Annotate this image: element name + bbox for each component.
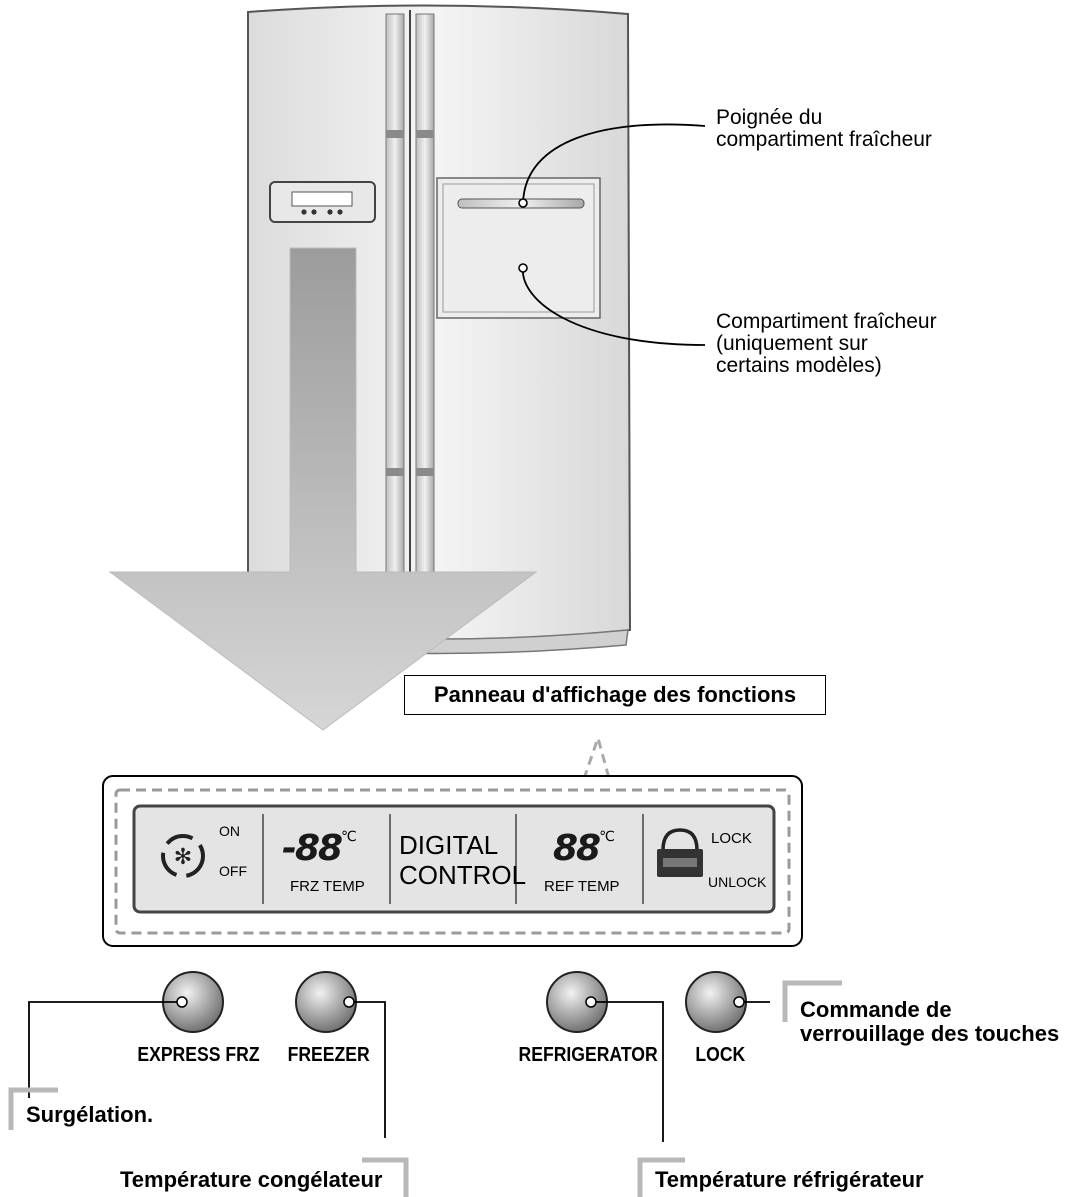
refrigerator-button-label[interactable]: REFRIGERATOR (518, 1044, 658, 1066)
control-panel: ✻ (102, 775, 803, 947)
lock-description: Commande de verrouillage des touches (800, 998, 1059, 1046)
handle-callout: Poignée du compartiment fraîcheur (716, 107, 932, 151)
digital-line2: CONTROL (399, 860, 527, 890)
downward-arrow (108, 247, 538, 731)
compartment-callout-line2: (uniquement sur (716, 332, 868, 355)
lock-button-label[interactable]: LOCK (695, 1044, 746, 1066)
lock-description-line2: verrouillage des touches (800, 1021, 1060, 1046)
frz-temp-label: FRZ TEMP (290, 878, 365, 895)
on-label: ON (219, 823, 240, 839)
digital-control-label: DIGITAL CONTROL (399, 830, 526, 890)
compartment-callout-line1: Compartiment fraîcheur (716, 310, 937, 333)
snowflake-fan-icon: ✻ (161, 834, 205, 878)
compartment-callout: Compartiment fraîcheur (uniquement sur c… (716, 311, 937, 377)
off-label: OFF (219, 863, 247, 879)
panel-title: Panneau d'affichage des fonctions (404, 675, 826, 715)
express-frz-button-label[interactable]: EXPRESS FRZ (137, 1044, 260, 1066)
ref-temp-label: REF TEMP (544, 878, 620, 895)
surgelation-label: Surgélation. (26, 1102, 154, 1127)
ref-temp-unit: ℃ (599, 828, 615, 844)
ref-temp-value: 88 (553, 828, 601, 869)
handle-callout-line2: compartiment fraîcheur (716, 128, 932, 151)
frz-temp-value: -88 (282, 828, 343, 869)
freezer-temp-label: Température congélateur (120, 1167, 383, 1192)
frz-temp-unit: ℃ (341, 828, 357, 844)
unlock-indicator: UNLOCK (708, 874, 767, 890)
compartment-callout-line3: certains modèles) (716, 354, 882, 377)
lock-indicator: LOCK (711, 830, 752, 847)
lock-description-line1: Commande de (800, 997, 952, 1022)
ref-temp-readout: 88℃ (553, 828, 615, 869)
fridge-temp-label: Température réfrigérateur (655, 1167, 924, 1192)
svg-text:✻: ✻ (174, 845, 192, 870)
frz-temp-readout: -88℃ (282, 828, 357, 869)
freezer-button-label[interactable]: FREEZER (287, 1044, 370, 1066)
padlock-icon (657, 828, 703, 877)
control-knobs (162, 971, 747, 1033)
digital-line1: DIGITAL (399, 830, 499, 860)
handle-callout-line1: Poignée du (716, 106, 823, 129)
